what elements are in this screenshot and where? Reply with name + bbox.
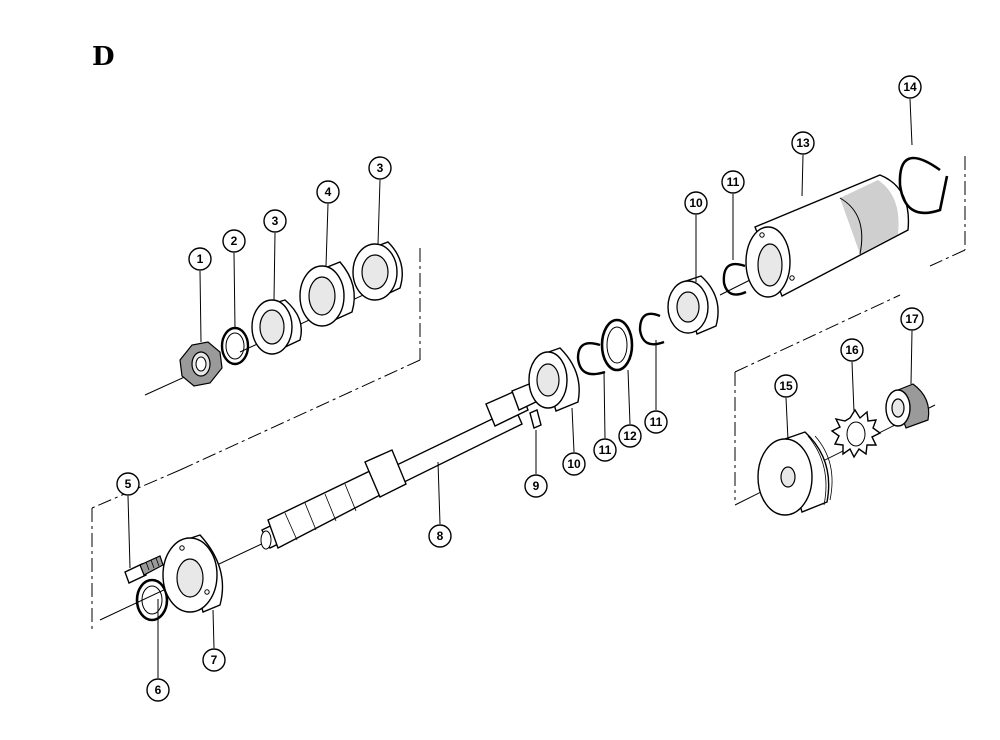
callout-6: 6 <box>146 678 170 702</box>
svg-text:2: 2 <box>231 234 238 248</box>
callout-10a: 10 <box>562 452 586 476</box>
part-key <box>529 409 542 429</box>
part-circlip-11b <box>638 312 665 346</box>
svg-text:15: 15 <box>779 379 793 393</box>
svg-text:13: 13 <box>796 136 810 150</box>
assembly-frame-right-lower <box>734 294 901 500</box>
svg-text:10: 10 <box>689 196 703 210</box>
svg-text:4: 4 <box>325 185 332 199</box>
svg-text:12: 12 <box>623 429 637 443</box>
svg-text:8: 8 <box>437 529 444 543</box>
part-screw <box>124 555 164 584</box>
part-bearing-3a <box>251 299 303 355</box>
part-bearing-3b <box>352 241 403 301</box>
callout-3b: 3 <box>368 156 392 180</box>
part-spacer-sleeve-4 <box>299 261 355 327</box>
part-housing-cylinder <box>745 174 910 298</box>
part-bearing-10a <box>528 347 580 412</box>
section-letter: D <box>92 42 115 72</box>
assembly-frame-right-upper <box>929 156 966 267</box>
part-flange <box>162 534 224 613</box>
svg-text:7: 7 <box>211 653 218 667</box>
callout-15: 15 <box>774 374 798 398</box>
svg-text:11: 11 <box>599 443 612 457</box>
part-snap-ring-2 <box>220 326 250 366</box>
callout-11b: 11 <box>644 410 668 434</box>
callout-2: 2 <box>222 229 246 253</box>
callout-14: 14 <box>898 75 922 99</box>
assembly-frame-left-upper <box>179 248 421 471</box>
callout-11a: 11 <box>593 438 617 462</box>
assembly-frame-left-lower <box>91 469 181 632</box>
callout-7: 7 <box>202 648 226 672</box>
leader-lines <box>127 98 913 678</box>
part-bearing-10b <box>667 275 719 335</box>
callout-13: 13 <box>791 131 815 155</box>
svg-text:1: 1 <box>197 252 204 266</box>
svg-text:6: 6 <box>155 683 162 697</box>
callout-16: 16 <box>840 338 864 362</box>
part-nut-17 <box>885 383 930 429</box>
svg-text:10: 10 <box>567 457 581 471</box>
part-circlip-11c <box>722 262 747 296</box>
svg-text:16: 16 <box>845 343 859 357</box>
svg-text:5: 5 <box>125 477 132 491</box>
part-snap-ring-14 <box>898 156 949 215</box>
callout-8: 8 <box>428 524 452 548</box>
svg-text:3: 3 <box>272 214 279 228</box>
callout-17: 17 <box>900 307 924 331</box>
svg-text:3: 3 <box>377 161 384 175</box>
callout-3a: 3 <box>263 209 287 233</box>
callout-4: 4 <box>316 180 340 204</box>
part-washer-12 <box>600 318 634 372</box>
part-ring-6 <box>135 578 169 622</box>
part-spindle-shaft <box>260 381 541 550</box>
callout-5: 5 <box>116 472 140 496</box>
svg-text:14: 14 <box>903 80 917 94</box>
callout-12: 12 <box>618 424 642 448</box>
svg-text:11: 11 <box>650 415 663 429</box>
part-hex-nut <box>179 341 223 387</box>
callout-1: 1 <box>188 247 212 271</box>
callout-10b: 10 <box>684 191 708 215</box>
part-lock-washer <box>830 408 882 459</box>
part-circlip-11a <box>576 341 606 376</box>
svg-text:11: 11 <box>727 175 740 189</box>
callout-9: 9 <box>524 474 548 498</box>
svg-text:9: 9 <box>533 479 540 493</box>
svg-text:17: 17 <box>905 312 919 326</box>
part-pulley <box>757 431 833 516</box>
callout-11c: 11 <box>721 170 745 194</box>
